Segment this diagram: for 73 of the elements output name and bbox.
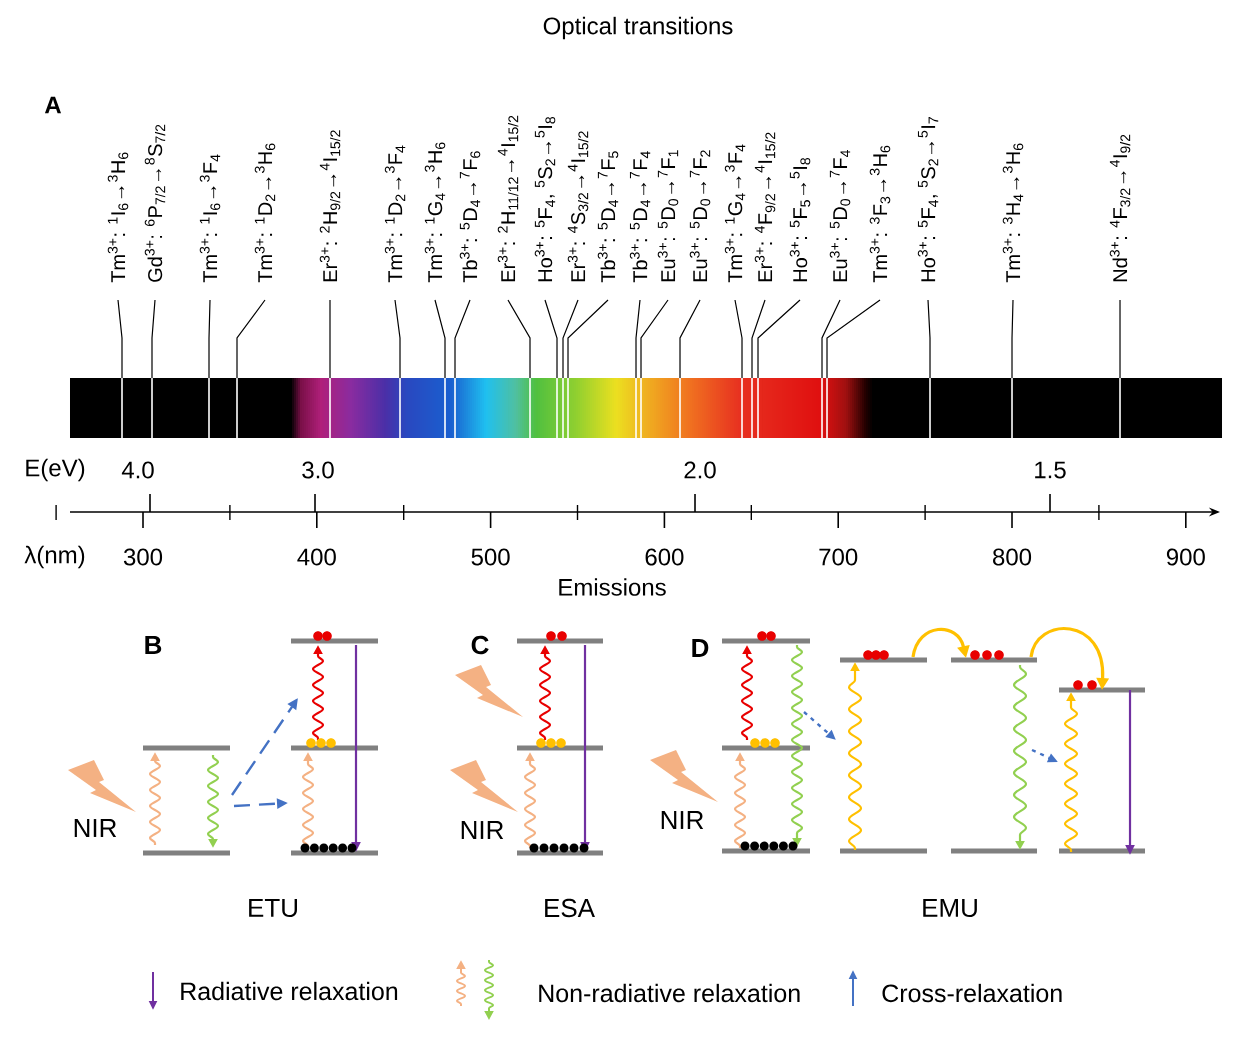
transition-label: Er$^{3+}$: $^{2}$H$_{11/12}$→$^{4}$I$_{15/2}$	[497, 115, 519, 282]
axis-label: E(eV)	[26, 458, 85, 482]
tick-label: 500	[471, 548, 510, 566]
leader-line	[117, 299, 123, 379]
legend-text: Cross-relaxation	[882, 983, 1062, 1003]
leader-line	[826, 299, 881, 379]
leader-line	[329, 299, 331, 379]
transition-label: Eu$^{3+}$: $^{5}$D$_{0}$→$^{7}$F$_{4}$	[829, 150, 851, 282]
leader-line	[1119, 299, 1121, 379]
leader-line	[821, 299, 841, 379]
transition-label: Nd$^{3+}$: $^{4}$F$_{3/2}$→$^{4}$I$_{9/2}$	[1109, 134, 1131, 282]
tick-label: 300	[123, 548, 163, 566]
leader-line	[151, 299, 156, 379]
legend-text: Radiative relaxation	[181, 981, 398, 1001]
transition-label: Eu$^{3+}$: $^{5}$D$_{0}$→$^{7}$F$_{2}$	[689, 150, 711, 282]
axis-label: λ(nm)	[24, 545, 85, 569]
leader-line	[751, 299, 766, 379]
transition-label: Er$^{3+}$: $^{4}$F$_{9/2}$→$^{4}$I$_{15/2}$	[754, 132, 776, 282]
transition-label: Ho$^{3+}$: $^{5}$F$_{5}$→$^{5}$I$_{8}$	[789, 158, 811, 282]
panel-letter: C	[471, 635, 489, 655]
transition-label: Tm$^{3+}$: $^{3}$H$_{4}$→$^{3}$H$_{6}$	[1002, 143, 1024, 283]
transition-label: Tm$^{3+}$: $^{1}$D$_{2}$→$^{3}$F$_{4}$	[384, 145, 406, 283]
leader-line	[544, 299, 558, 379]
transition-label: Ho$^{3+}$: $^{5}$F$_{4}$, $^{5}$S$_{2}$→$^{5}$I$_{8}$	[534, 116, 556, 282]
tick-label: 700	[819, 548, 858, 566]
excitation-label: NIR	[461, 821, 504, 839]
leader-line	[757, 299, 801, 379]
leader-line	[562, 299, 579, 379]
transition-label: Tm$^{3+}$: $^{1}$G$_{4}$→$^{3}$H$_{6}$	[424, 142, 446, 283]
tick-label: 600	[645, 548, 684, 566]
leader-line	[1011, 299, 1014, 379]
legend-text: Non-radiative relaxation	[539, 983, 800, 1003]
tick-label: 1.5	[1035, 461, 1066, 479]
transition-label: Tb$^{3+}$: $^{5}$D$_{4}$→$^{7}$F$_{6}$	[459, 151, 481, 283]
mechanism-label: EMU	[923, 898, 977, 918]
excitation-label: NIR	[74, 819, 117, 837]
leader-line	[236, 299, 266, 379]
tick-label: 3.0	[302, 461, 334, 479]
leader-line	[567, 299, 609, 379]
transition-label: Er$^{3+}$: $^{2}$H$_{9/2}$→$^{4}$I$_{15/2}$	[319, 130, 341, 282]
transition-label: Tm$^{3+}$: $^{1}$D$_{2}$→$^{3}$H$_{6}$	[254, 143, 276, 283]
title: Optical transitions	[543, 16, 733, 40]
transition-label: Tb$^{3+}$: $^{5}$D$_{4}$→$^{7}$F$_{4}$	[629, 151, 651, 283]
transition-label: Eu$^{3+}$: $^{5}$D$_{0}$→$^{7}$F$_{1}$	[657, 150, 679, 282]
leader-line	[927, 299, 931, 379]
leader-line	[454, 299, 471, 379]
leader-line	[635, 299, 641, 379]
transition-label: Tm$^{3+}$: $^{3}$F$_{3}$→$^{3}$H$_{6}$	[869, 145, 891, 283]
leader-line	[208, 299, 211, 379]
transition-label: Tm$^{3+}$: $^{1}$I$_{6}$→$^{3}$F$_{4}$	[199, 154, 221, 283]
leader-line	[507, 299, 531, 379]
panel-letter: A	[44, 96, 62, 114]
spectrum-bar	[70, 377, 1222, 439]
transition-label: Ho$^{3+}$: $^{5}$F$_{4}$, $^{5}$S$_{2}$→$^{5}$I$_{7}$	[917, 117, 939, 282]
tick-label: 2.0	[684, 461, 716, 479]
transition-label: Er$^{3+}$: $^{4}$S$_{3/2}$→$^{4}$I$_{15/2}$	[567, 131, 589, 282]
transition-label: Tm$^{3+}$: $^{1}$G$_{4}$→$^{3}$F$_{4}$	[724, 144, 746, 283]
leader-line	[640, 299, 669, 379]
panel-letter: B	[145, 636, 162, 654]
tick-label: 4.0	[121, 461, 154, 479]
tick-label: 800	[993, 548, 1032, 566]
axis-title: Emissions	[559, 578, 666, 596]
mechanism-label: ETU	[249, 898, 297, 918]
tick-label: 400	[297, 548, 336, 566]
transition-label: Gd$^{3+}$: $^{6}$P$_{7/2}$→$^{8}$S$_{7/2}$	[144, 124, 166, 282]
mechanism-label: ESA	[545, 898, 595, 918]
transition-label: Tb$^{3+}$: $^{5}$D$_{4}$→$^{7}$F$_{5}$	[597, 151, 619, 283]
leader-line	[679, 299, 701, 379]
leader-line	[734, 299, 743, 379]
tick-label: 900	[1166, 548, 1205, 566]
transition-label: Tm$^{3+}$: $^{1}$I$_{6}$→$^{3}$H$_{6}$	[107, 152, 129, 283]
leader-line	[394, 299, 401, 379]
leader-line	[434, 299, 446, 379]
